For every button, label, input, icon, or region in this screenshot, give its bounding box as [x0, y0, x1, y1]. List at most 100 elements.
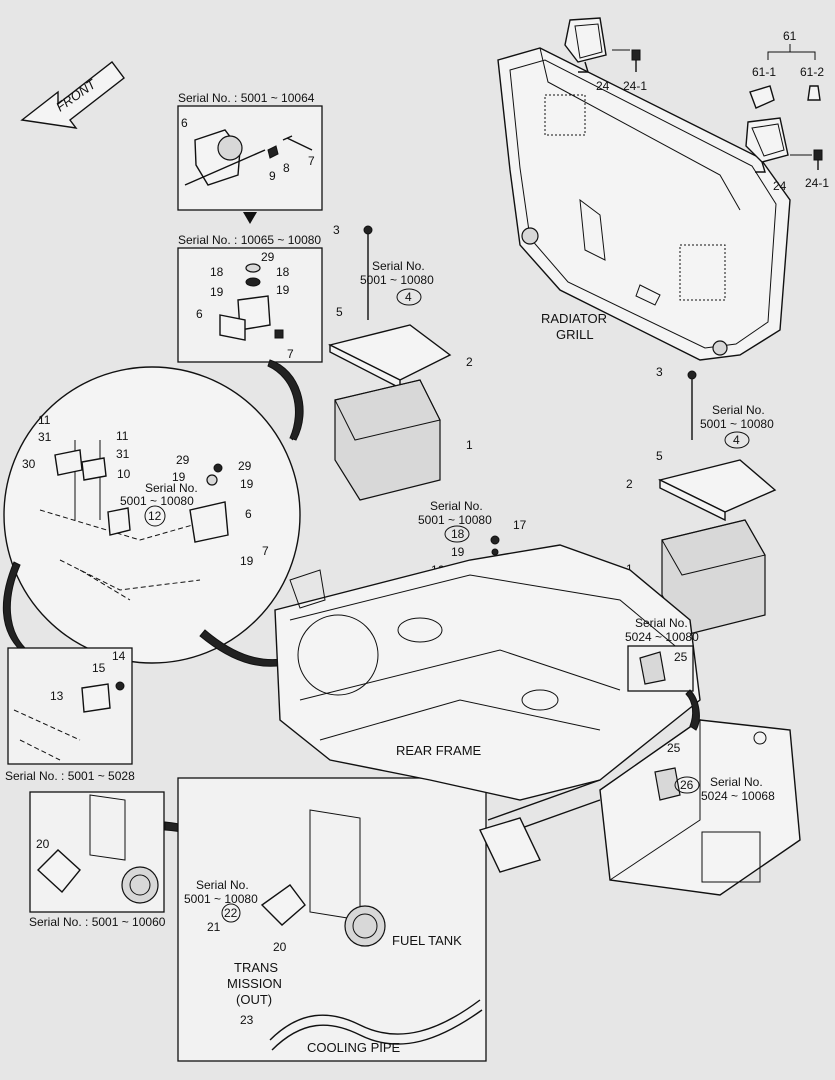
- front-arrow: FRONT: [20, 61, 125, 129]
- trans-label-1: TRANS: [234, 960, 278, 975]
- callout-1b: 1: [626, 562, 633, 576]
- trans-label-2: MISSION: [227, 976, 282, 991]
- callout-29b: 29: [176, 453, 190, 467]
- serial-label-10065-10080: Serial No. : 10065 ~ 10080: [178, 233, 321, 247]
- callout-4b: 4: [733, 433, 740, 447]
- callout-19f: 19: [451, 545, 465, 559]
- battery-left: 3 Serial No. 5001 ~ 10080 4 5 2 1: [327, 223, 473, 501]
- callout-26: 26: [680, 778, 694, 792]
- serial-no-detail: Serial No.: [145, 481, 198, 495]
- callout-61: 61: [783, 29, 797, 43]
- serial-label-5001-10060: Serial No. : 5001 ~ 10060: [29, 915, 166, 929]
- serial-range-bat-l: 5001 ~ 10080: [360, 273, 434, 287]
- callout-29a: 29: [261, 250, 275, 264]
- rear-frame-label: REAR FRAME: [396, 743, 482, 758]
- callout-31a: 31: [38, 430, 52, 444]
- work-lamp-top: 24 24-1: [564, 17, 647, 93]
- callout-6a: 6: [181, 116, 188, 130]
- serial-range-detail: 5001 ~ 10080: [120, 494, 194, 508]
- serial-range-bat-r: 5001 ~ 10080: [700, 417, 774, 431]
- callout-23: 23: [240, 1013, 254, 1027]
- callout-21: 21: [207, 920, 221, 934]
- callout-5a: 5: [336, 305, 343, 319]
- serial-label-5001-10064: Serial No. : 5001 ~ 10064: [178, 91, 315, 105]
- cooling-pipe-label: COOLING PIPE: [307, 1040, 401, 1055]
- callout-18b: 18: [276, 265, 290, 279]
- callout-19e: 19: [240, 554, 254, 568]
- callout-25b: 25: [667, 741, 681, 755]
- serial-range-mid: 5001 ~ 10080: [418, 513, 492, 527]
- callout-3a: 3: [333, 223, 340, 237]
- callout-20b: 20: [273, 940, 287, 954]
- callout-20a: 20: [36, 837, 50, 851]
- trans-detail-box: Serial No. 5001 ~ 10080 22 21 20 FUEL TA…: [177, 777, 487, 1062]
- callout-6c: 6: [245, 507, 252, 521]
- serial-range-26: 5024 ~ 10068: [701, 789, 775, 803]
- callout-15: 15: [92, 661, 106, 675]
- radiator-grill: RADIATOR GRILL: [497, 47, 791, 361]
- radiator-label-2: GRILL: [556, 327, 594, 342]
- callout-29c: 29: [238, 459, 252, 473]
- callout-11b: 11: [116, 429, 129, 443]
- callout-24-1b: 24-1: [805, 176, 829, 190]
- callout-1a: 1: [466, 438, 473, 452]
- serial-no-bat-l: Serial No.: [372, 259, 425, 273]
- callout-25a: 25: [674, 650, 688, 664]
- callout-18c: 18: [451, 527, 465, 541]
- serial-no-mid: Serial No.: [430, 499, 483, 513]
- down-arrow: [243, 212, 257, 224]
- callout-9a: 9: [269, 169, 276, 183]
- relay-box-2: 29 18 18 19 19 6 7: [177, 247, 323, 363]
- relay-box-3: 14 15 13: [7, 647, 133, 765]
- switch-25: Serial No. 5024 ~ 10080 25 25 26 Serial …: [625, 616, 775, 803]
- switch-box: 20: [29, 791, 165, 913]
- callout-7a: 7: [308, 154, 315, 168]
- callout-2a: 2: [466, 355, 473, 369]
- lamp-bulb-group: 61 61-1 61-2: [749, 29, 824, 109]
- callout-19b: 19: [276, 283, 290, 297]
- fuel-tank-label: FUEL TANK: [392, 933, 462, 948]
- callout-5b: 5: [656, 449, 663, 463]
- callout-6b: 6: [196, 307, 203, 321]
- callout-30: 30: [22, 457, 36, 471]
- callout-19a: 19: [210, 285, 224, 299]
- callout-10: 10: [117, 467, 131, 481]
- callout-2b: 2: [626, 477, 633, 491]
- work-lamp-right: 24 24-1: [745, 117, 829, 193]
- callout-61-2: 61-2: [800, 65, 824, 79]
- callout-14: 14: [112, 649, 126, 663]
- serial-range-bottom: 5001 ~ 10080: [184, 892, 258, 906]
- frame-detail-circle: [297, 614, 379, 696]
- callout-12: 12: [148, 509, 162, 523]
- trans-label-3: (OUT): [236, 992, 272, 1007]
- radiator-label-1: RADIATOR: [541, 311, 607, 326]
- callout-7b: 7: [287, 347, 294, 361]
- callout-17: 17: [513, 518, 527, 532]
- serial-no-bat-r: Serial No.: [712, 403, 765, 417]
- detail-circle: 11 31 11 31 30 10 29 29 19 19 Serial No.…: [3, 359, 304, 664]
- callout-13: 13: [50, 689, 64, 703]
- callout-3b: 3: [656, 365, 663, 379]
- callout-24-1a: 24-1: [623, 79, 647, 93]
- callout-8a: 8: [283, 161, 290, 175]
- callout-61-1: 61-1: [752, 65, 776, 79]
- fuel-tank: [479, 719, 801, 896]
- serial-no-26: Serial No.: [710, 775, 763, 789]
- rear-frame: REAR FRAME: [274, 544, 701, 801]
- relay-box-1: 6 7 8 9: [177, 105, 323, 211]
- callout-22: 22: [224, 906, 238, 920]
- callout-4a: 4: [405, 290, 412, 304]
- callout-11a: 11: [38, 413, 51, 427]
- serial-no-bottom: Serial No.: [196, 878, 249, 892]
- callout-24b: 24: [773, 179, 787, 193]
- callout-18a: 18: [210, 265, 224, 279]
- serial-range-25: 5024 ~ 10080: [625, 630, 699, 644]
- callout-19d: 19: [240, 477, 254, 491]
- serial-no-25: Serial No.: [635, 616, 688, 630]
- callout-7c: 7: [262, 544, 269, 558]
- battery-right: 3 Serial No. 5001 ~ 10080 4 5 2 1: [626, 365, 777, 636]
- callout-19c: 19: [172, 470, 186, 484]
- callout-24a: 24: [596, 79, 610, 93]
